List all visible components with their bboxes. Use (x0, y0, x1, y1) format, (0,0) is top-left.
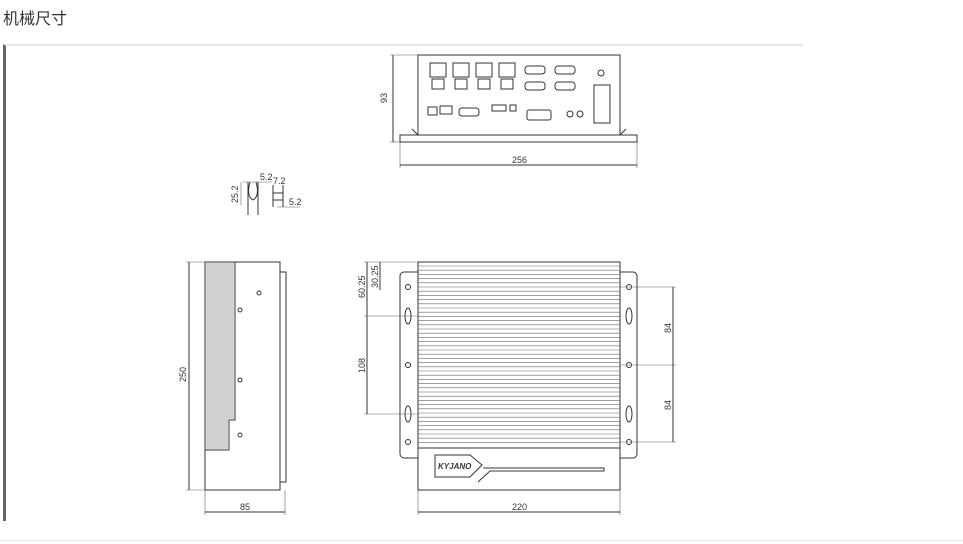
com-port (554, 81, 576, 91)
logo: KYJANO (438, 462, 472, 471)
lan-port (475, 62, 493, 78)
usb-port (454, 78, 468, 90)
bottom-view (364, 261, 676, 515)
mounting-slot (625, 307, 633, 325)
power-switch (427, 106, 438, 116)
drawing-panel (3, 44, 803, 521)
dim-hole-spacing-right-2: 84 (663, 400, 673, 410)
dim-front-width: 256 (512, 155, 527, 165)
divider (0, 540, 963, 541)
lan-port (452, 62, 470, 78)
dim-bottom-width: 220 (512, 502, 527, 512)
terminal (439, 105, 453, 115)
dim-slot-height: 25.2 (230, 185, 240, 203)
dim-offset-top-1: 60.25 (357, 275, 367, 298)
section-title: 机械尺寸 (3, 11, 68, 28)
antenna (597, 69, 605, 77)
com-port (554, 65, 576, 75)
mounting-slot (625, 405, 633, 423)
dim-slot-side-gap: 5.2 (289, 197, 302, 207)
com-port (524, 65, 546, 75)
slot-detail (240, 181, 300, 215)
hdmi-port (491, 104, 507, 112)
mounting-hole (405, 439, 411, 445)
mounting-hole (405, 362, 411, 368)
dim-slot-side-width: 7.2 (273, 176, 286, 186)
dim-slot-width: 5.2 (260, 172, 273, 182)
mounting-hole (405, 284, 411, 290)
dim-side-height: 250 (178, 367, 188, 382)
lan-port (498, 62, 516, 78)
dim-hole-spacing-left: 108 (357, 358, 367, 373)
usb-port (500, 78, 514, 90)
audio-jack (576, 110, 584, 118)
vga-port (458, 107, 480, 117)
com-port (524, 81, 546, 91)
front-view (390, 54, 638, 168)
dim-front-height: 93 (379, 93, 389, 103)
dim-offset-top-2: 30.25 (370, 265, 380, 288)
gpio-port (526, 109, 552, 121)
dim-side-depth: 85 (240, 502, 250, 512)
dp-port (509, 104, 517, 112)
usb-port (431, 78, 445, 90)
audio-jack (566, 110, 574, 118)
dim-hole-spacing-right-1: 84 (663, 323, 673, 333)
usb-port (477, 78, 491, 90)
side-view (186, 261, 287, 515)
lan-port (429, 62, 447, 78)
